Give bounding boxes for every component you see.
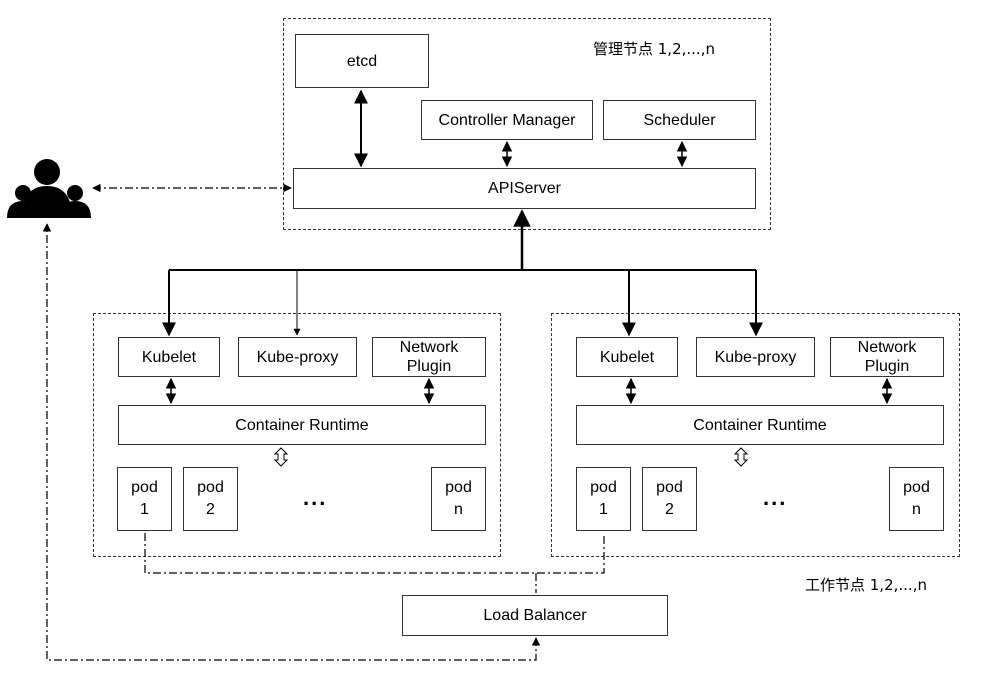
pods-loadbalancer-links [144, 533, 605, 593]
users-group-icon[interactable] [7, 159, 91, 218]
pod-index: n [454, 501, 463, 518]
kubelet-label-2: Kubelet [599, 348, 655, 366]
load-balancer-box[interactable]: Load Balancer [402, 595, 668, 636]
etcd-box[interactable]: etcd [295, 34, 429, 88]
pod-index: n [912, 501, 921, 518]
apiserver-label: APIServer [488, 180, 561, 197]
master-node-label: 管理节点 1,2,...,n [593, 40, 715, 58]
pod-box[interactable]: pod 1 [117, 467, 172, 531]
pod-index: 1 [599, 501, 608, 518]
pod-name: pod [445, 479, 472, 496]
scheduler-box[interactable]: Scheduler [603, 100, 756, 140]
pod-name: pod [656, 479, 683, 496]
loadbalancer-users-link [42, 223, 537, 661]
pod-name: pod [903, 479, 930, 496]
pod-index: 2 [665, 501, 674, 518]
controller-manager-box[interactable]: Controller Manager [421, 100, 593, 140]
pod-box[interactable]: pod 1 [576, 467, 631, 531]
pod-name: pod [131, 479, 158, 496]
master-node-region [283, 18, 771, 230]
pod-name: pod [197, 479, 224, 496]
kube-proxy-box-2[interactable]: Kube-proxy [696, 337, 815, 377]
network-plugin-box-2[interactable]: Network Plugin [830, 337, 944, 377]
pod-name: pod [590, 479, 617, 496]
controller-manager-label: Controller Manager [438, 111, 576, 129]
network-plugin-label-line1-1: Network [399, 339, 459, 356]
worker-node-label: 工作节点 1,2,...,n [805, 576, 927, 594]
kubelet-box-2[interactable]: Kubelet [576, 337, 678, 377]
etcd-label: etcd [346, 52, 378, 70]
pod-index: 1 [140, 501, 149, 518]
pods-ellipsis: ... [303, 485, 328, 510]
network-plugin-label-line2-2: Plugin [864, 358, 910, 375]
network-plugin-label-line2-1: Plugin [406, 358, 452, 375]
pod-box[interactable]: pod 2 [642, 467, 697, 531]
container-runtime-label-1: Container Runtime [235, 416, 369, 434]
kubelet-box-1[interactable]: Kubelet [118, 337, 220, 377]
kubelet-label-1: Kubelet [141, 348, 197, 366]
scheduler-label: Scheduler [643, 111, 716, 129]
pod-box[interactable]: pod 2 [183, 467, 238, 531]
container-runtime-box-1[interactable]: Container Runtime [118, 405, 486, 445]
pod-box[interactable]: pod n [431, 467, 486, 531]
load-balancer-label: Load Balancer [483, 607, 587, 624]
container-runtime-label-2: Container Runtime [693, 416, 827, 434]
container-runtime-box-2[interactable]: Container Runtime [576, 405, 944, 445]
kube-proxy-label-1: Kube-proxy [256, 348, 339, 366]
kube-proxy-box-1[interactable]: Kube-proxy [238, 337, 357, 377]
network-plugin-label-line1-2: Network [857, 339, 917, 356]
apiserver-box[interactable]: APIServer [293, 168, 756, 209]
pod-box[interactable]: pod n [889, 467, 944, 531]
network-plugin-box-1[interactable]: Network Plugin [372, 337, 486, 377]
hollow-double-arrow-icon [273, 447, 749, 467]
kube-proxy-label-2: Kube-proxy [714, 348, 797, 366]
pod-index: 2 [206, 501, 215, 518]
pods-ellipsis: ... [763, 485, 788, 510]
